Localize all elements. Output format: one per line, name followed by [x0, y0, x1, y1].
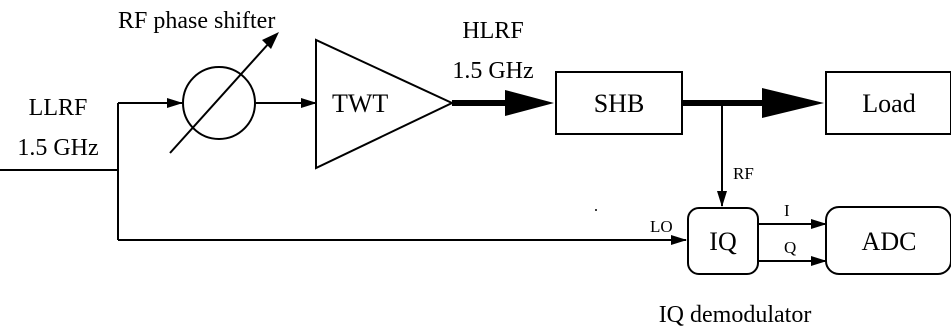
twt-label: TWT [332, 89, 388, 118]
q-label: Q [784, 238, 796, 257]
llrf-freq-label: 1.5 GHz [17, 135, 98, 161]
iq-label: IQ [709, 227, 737, 256]
load-label: Load [862, 89, 915, 118]
rf-phase-shifter-label: RF phase shifter [118, 8, 275, 34]
adc-box [825, 206, 951, 275]
rf-tap-label: RF [733, 164, 754, 183]
iq-demodulator-label: IQ demodulator [659, 302, 812, 326]
llrf-name-label: LLRF [29, 95, 88, 121]
phase-shifter-icon [169, 32, 279, 154]
hlrf-freq-label: 1.5 GHz [452, 58, 533, 84]
iq-box [687, 207, 759, 275]
hlrf-thick-arrowhead [505, 90, 554, 116]
lo-label: LO [650, 217, 673, 236]
load-box [825, 71, 951, 135]
shb-to-load-thick-arrowhead [762, 88, 824, 118]
stray-dot [595, 209, 597, 211]
adc-label: ADC [862, 227, 917, 256]
shb-label: SHB [594, 89, 645, 118]
i-label: I [784, 201, 790, 220]
twt-amplifier-triangle [315, 38, 455, 170]
hlrf-name-label: HLRF [462, 18, 523, 44]
shb-box [555, 71, 683, 135]
